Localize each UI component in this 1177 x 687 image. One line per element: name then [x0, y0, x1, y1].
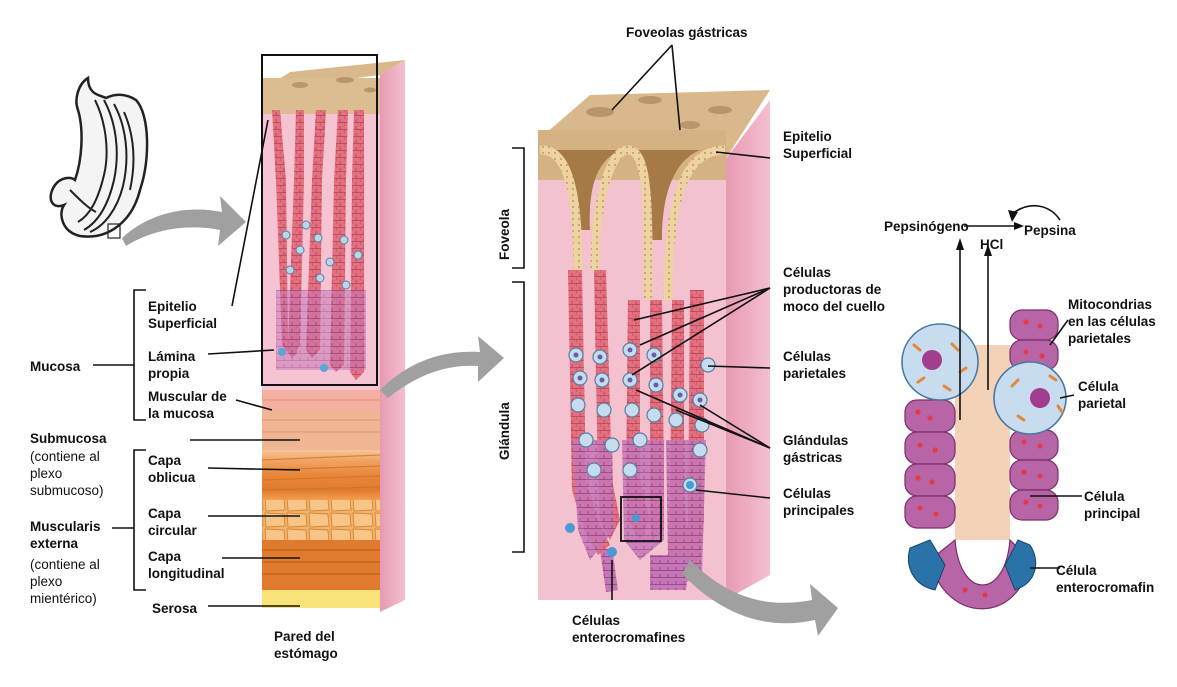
label-capa-longitudinal: Capa longitudinal [148, 548, 225, 582]
zoom-arrow-1 [122, 196, 246, 246]
label-celulas-productoras-moco: Células productoras de moco del cuello [783, 264, 885, 315]
label-celula-principal: Célula principal [1084, 488, 1140, 522]
label-lamina-propia: Lámina propia [148, 348, 195, 382]
label-glandulas-gastricas: Glándulas gástricas [783, 432, 848, 466]
label-foveola: Foveola [496, 170, 513, 260]
label-muscularis-note: (contiene al plexo mientérico) [30, 556, 100, 607]
label-submucosa: Submucosa [30, 430, 107, 447]
label-foveolas-gastricas: Foveolas gástricas [626, 24, 748, 41]
label-celula-enterocromafin: Célula enterocromafin [1056, 562, 1154, 596]
label-capa-circular: Capa circular [148, 505, 197, 539]
label-muscular-mucosa: Muscular de la mucosa [148, 388, 227, 422]
label-hcl: HCl [980, 236, 1003, 253]
label-celula-parietal: Célula parietal [1078, 378, 1126, 412]
label-mucosa: Mucosa [30, 358, 80, 375]
label-muscularis-externa: Muscularis externa [30, 518, 101, 552]
label-pepsinogeno: Pepsinógeno [884, 218, 969, 235]
label-celulas-parietales: Células parietales [783, 348, 846, 382]
label-epitelio-superficial-1: Epitelio Superficial [148, 298, 217, 332]
label-celulas-enterocromafines: Células enterocromafines [572, 612, 685, 646]
label-celulas-principales: Células principales [783, 485, 854, 519]
stomach-icon [51, 78, 147, 238]
label-pepsina: Pepsina [1024, 222, 1076, 239]
gastric-gland-block [538, 90, 770, 600]
label-submucosa-note: (contiene al plexo submucoso) [30, 448, 104, 499]
label-glandula: Glándula [496, 340, 513, 460]
gland-detail [902, 206, 1082, 609]
stomach-wall-block [262, 55, 405, 612]
label-pared-estomago: Pared del estómago [274, 628, 338, 662]
label-capa-oblicua: Capa oblicua [148, 452, 195, 486]
label-mitocondrias: Mitocondrias en las células parietales [1068, 296, 1156, 347]
label-serosa: Serosa [152, 600, 197, 617]
label-epitelio-superficial-2: Epitelio Superficial [783, 128, 852, 162]
